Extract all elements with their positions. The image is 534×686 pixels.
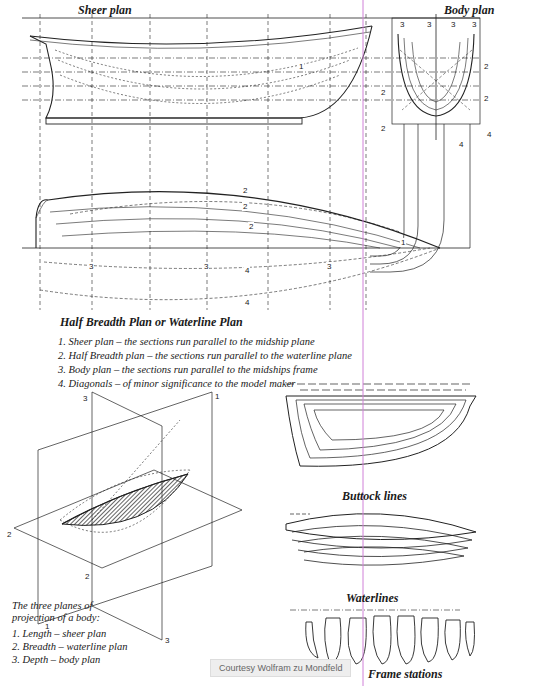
callout-number: 2	[6, 530, 12, 539]
plan-title: Body plan	[444, 4, 494, 18]
plan-title: Half Breadth Plan or Waterline Plan	[60, 316, 243, 330]
plane-item: 3. Depth – body plan	[12, 654, 100, 666]
callout-number: 2	[248, 222, 254, 231]
callout-number: 3	[203, 262, 209, 271]
key-note: 4. Diagonals – of minor significance to …	[58, 378, 295, 390]
callout-number: 1	[400, 238, 406, 247]
callout-number: 2	[483, 62, 489, 71]
key-note: 3. Body plan – the sections run parallel…	[58, 364, 318, 376]
callout-number: 2	[380, 124, 386, 133]
callout-number: 3	[399, 20, 405, 29]
drawing-title: Buttock lines	[342, 490, 407, 504]
callout-number: 2	[242, 186, 248, 195]
figure-caption: The three planes of projection of a body…	[12, 600, 130, 624]
callout-number: 2	[483, 94, 489, 103]
callout-number: 2	[242, 202, 248, 211]
callout-number: 1	[214, 392, 220, 401]
callout-number: 3	[88, 262, 94, 271]
drawing-title: Waterlines	[346, 592, 398, 606]
callout-number: 4	[244, 298, 250, 307]
callout-number: 2	[380, 88, 386, 97]
callout-number: 4	[486, 130, 492, 139]
plane-item: 2. Breadth – waterline plan	[12, 641, 127, 653]
callout-number: 4	[458, 140, 464, 149]
key-note: 2. Half Breadth plan – the sections run …	[58, 350, 352, 362]
callout-number: 2	[84, 572, 90, 581]
callout-number: 3	[426, 20, 432, 29]
credit-watermark: Courtesy Wolfram zu Mondfeld	[210, 659, 351, 677]
key-note: 1. Sheer plan – the sections run paralle…	[58, 336, 315, 348]
callout-number: 3	[471, 20, 477, 29]
callout-number: 3	[164, 636, 170, 645]
drawing-title: Frame stations	[368, 668, 442, 682]
callout-number: 3	[450, 20, 456, 29]
callout-number: 1	[298, 62, 304, 71]
plane-item: 1. Length – sheer plan	[12, 628, 106, 640]
callout-number: 3	[82, 394, 88, 403]
plan-title: Sheer plan	[78, 4, 132, 18]
callout-number: 4	[244, 266, 250, 275]
callout-number: 3	[326, 262, 332, 271]
